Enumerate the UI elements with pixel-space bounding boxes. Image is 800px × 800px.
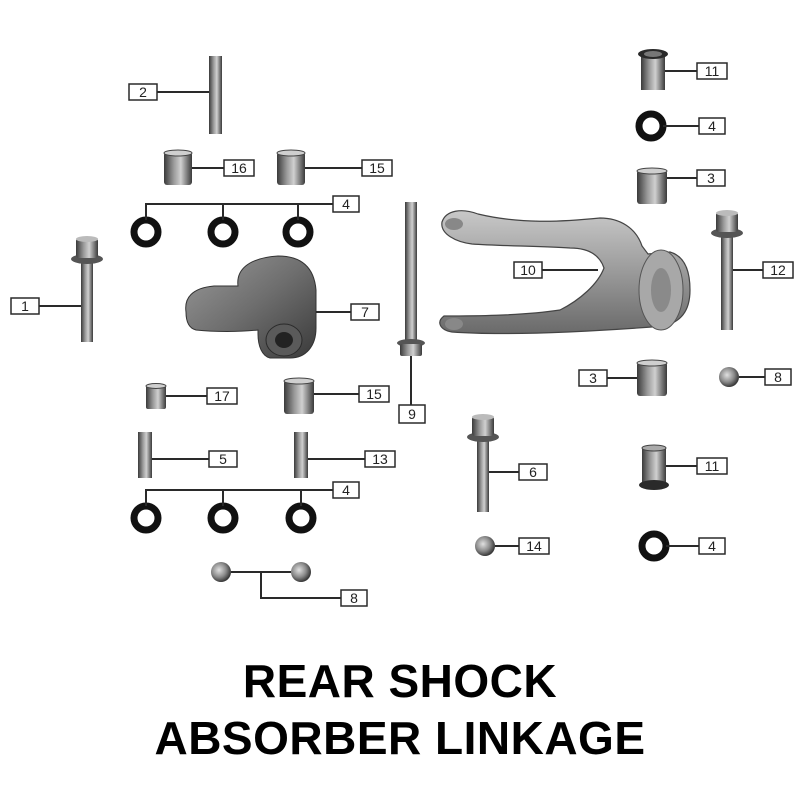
- svg-text:15: 15: [366, 386, 382, 402]
- nut-group-8-lower: [211, 562, 311, 582]
- washer-part-4-right-upper: [635, 110, 667, 142]
- callout-17: 17: [206, 387, 238, 405]
- flanged-bushing-part-11-upper: [638, 49, 668, 90]
- svg-text:11: 11: [705, 458, 720, 474]
- callout-6: 6: [518, 463, 548, 481]
- svg-text:4: 4: [342, 482, 350, 498]
- callout-15-upper: 15: [361, 159, 393, 177]
- svg-text:4: 4: [708, 118, 716, 134]
- callout-14: 14: [518, 537, 550, 555]
- callout-4-right-upper: 4: [698, 117, 726, 135]
- nut-part-14: [475, 536, 495, 556]
- callout-11-upper: 11: [696, 62, 728, 80]
- svg-text:12: 12: [770, 262, 786, 278]
- washer-part-4-right-lower: [638, 530, 670, 562]
- svg-text:8: 8: [774, 369, 782, 385]
- callout-1: 1: [10, 297, 40, 315]
- washer-group-4-lower: [130, 502, 317, 534]
- svg-text:4: 4: [342, 196, 350, 212]
- long-bolt-part-9: [397, 202, 425, 356]
- callout-3-lower: 3: [578, 369, 608, 387]
- svg-text:9: 9: [408, 406, 416, 422]
- svg-text:16: 16: [231, 160, 247, 176]
- svg-text:17: 17: [214, 388, 230, 404]
- svg-text:10: 10: [520, 262, 536, 278]
- callout-8-lower: 8: [340, 589, 368, 607]
- pin-part-2: [209, 56, 222, 134]
- svg-text:13: 13: [372, 451, 388, 467]
- pin-part-5: [138, 432, 152, 478]
- callout-2: 2: [128, 83, 158, 101]
- bushing-part-3-lower: [636, 359, 668, 396]
- callout-5: 5: [208, 450, 238, 468]
- svg-text:8: 8: [350, 590, 358, 606]
- callout-11-lower: 11: [696, 457, 728, 475]
- callout-4-right-lower: 4: [698, 537, 726, 555]
- callout-16: 16: [223, 159, 255, 177]
- svg-text:15: 15: [369, 160, 385, 176]
- callout-8-right: 8: [764, 368, 792, 386]
- svg-text:7: 7: [361, 304, 369, 320]
- callout-9: 9: [398, 404, 426, 424]
- callout-3-upper: 3: [696, 169, 726, 187]
- svg-text:3: 3: [589, 370, 597, 386]
- svg-text:14: 14: [526, 538, 542, 554]
- bolt-part-1: [71, 236, 103, 342]
- callout-13: 13: [364, 450, 396, 468]
- bushing-part-15-lower: [283, 377, 315, 414]
- callout-4-upper: 4: [332, 195, 360, 213]
- bushing-part-3-upper: [636, 167, 668, 204]
- svg-text:2: 2: [139, 84, 147, 100]
- callout-15-lower: 15: [358, 385, 390, 403]
- bolt-part-12: [711, 210, 743, 330]
- flanged-bushing-part-11-lower: [639, 444, 669, 490]
- svg-text:3: 3: [707, 170, 715, 186]
- svg-text:4: 4: [708, 538, 716, 554]
- callout-4-lower: 4: [332, 481, 360, 499]
- bushing-part-16: [163, 149, 193, 185]
- washer-group-4-upper: [130, 216, 314, 248]
- svg-text:1: 1: [21, 298, 29, 314]
- linkage-part-10: [439, 210, 691, 335]
- bolt-part-6: [467, 414, 499, 512]
- callout-10: 10: [513, 261, 543, 279]
- svg-text:6: 6: [529, 464, 537, 480]
- svg-text:11: 11: [705, 63, 720, 79]
- callout-7: 7: [350, 303, 380, 321]
- shock-arm-part-7: [185, 255, 317, 359]
- bushing-part-15-upper: [276, 149, 306, 185]
- callout-12: 12: [762, 261, 794, 279]
- diagram-title-line-1: REAR SHOCK: [242, 655, 558, 707]
- svg-text:5: 5: [219, 451, 227, 467]
- diagram-title-line-2: ABSORBER LINKAGE: [154, 712, 646, 764]
- nut-part-8-right: [719, 367, 739, 387]
- pin-part-13: [294, 432, 308, 478]
- bushing-part-17: [145, 383, 167, 409]
